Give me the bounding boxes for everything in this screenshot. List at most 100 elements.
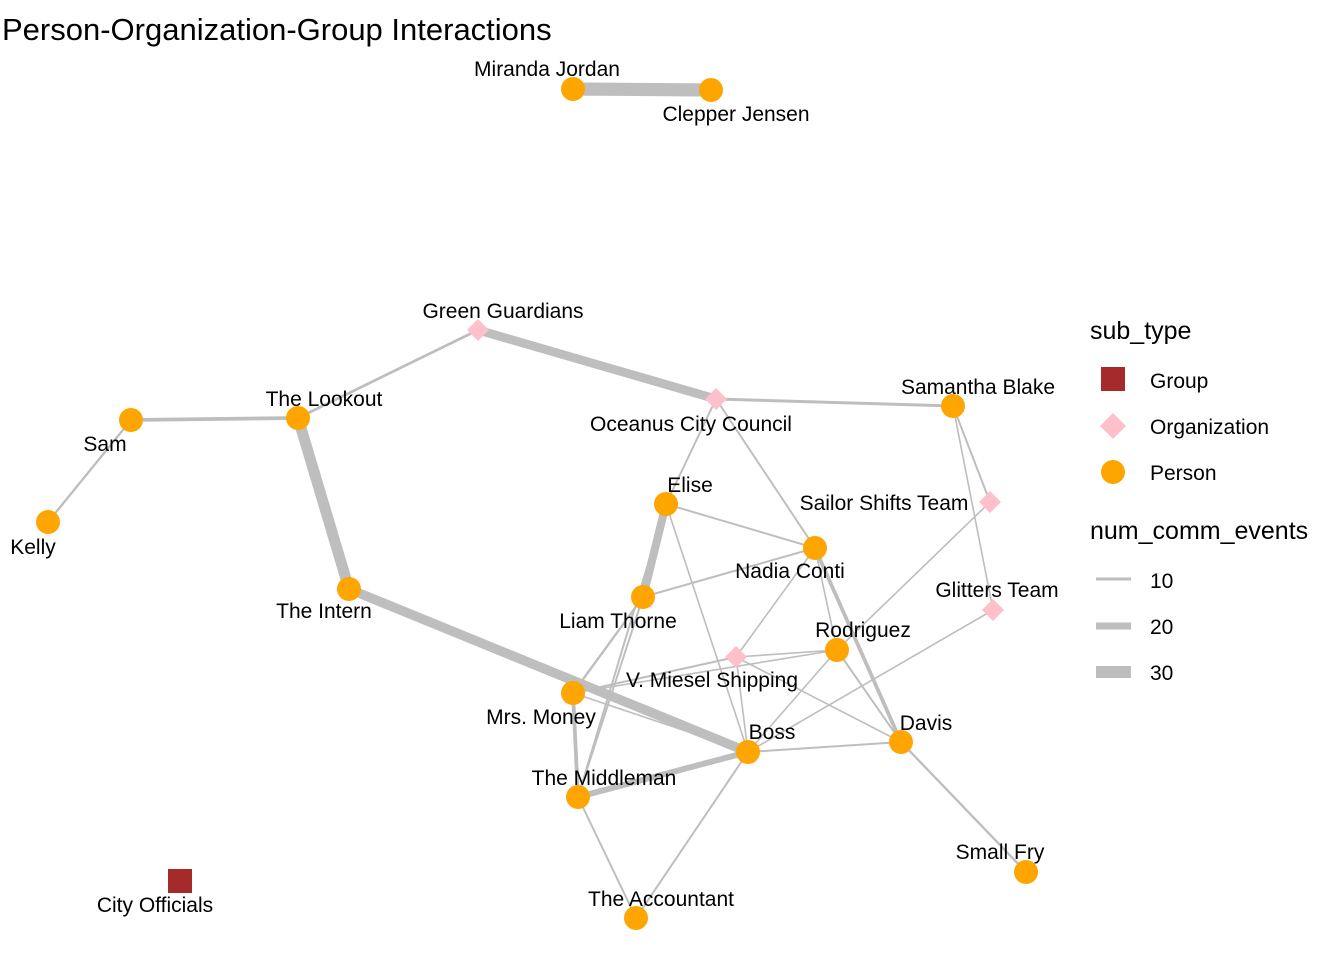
chart-title: Person-Organization-Group Interactions [2, 12, 552, 47]
node-label-green: Green Guardians [422, 300, 583, 323]
edge-council-elise [665, 398, 717, 505]
node-label-clepper: Clepper Jensen [662, 103, 809, 126]
edge-green-lookout [297, 328, 479, 420]
node-sam [119, 408, 143, 432]
node-smallfry [1014, 860, 1038, 884]
legend: sub_type Group Organization Person num_c… [1090, 317, 1308, 685]
edge-vmiesel-boss [735, 656, 749, 753]
legend-label-group: Group [1150, 370, 1208, 393]
node-glitters [982, 599, 1004, 621]
node-label-middleman: The Middleman [532, 767, 677, 790]
node-label-boss: Boss [749, 721, 796, 744]
edge-sam-lookout [130, 416, 299, 422]
node-intern [337, 577, 361, 601]
node-sailor [979, 491, 1001, 513]
edge-boss-davis [747, 741, 902, 753]
node-cityofficials [168, 869, 192, 893]
edge-rodriguez-money [572, 649, 838, 694]
node-label-smallfry: Small Fry [956, 841, 1045, 864]
node-label-vmiesel: V. Miesel Shipping [626, 669, 798, 692]
node-label-money: Mrs. Money [486, 706, 596, 729]
node-label-davis: Davis [900, 712, 953, 735]
node-label-rodriguez: Rodriguez [815, 619, 911, 642]
node-samantha [941, 394, 965, 418]
node-liam [631, 585, 655, 609]
edge-money-boss [572, 692, 749, 753]
legend-label-organization: Organization [1150, 416, 1269, 439]
node-rodriguez [825, 638, 849, 662]
edge-nadia-davis [813, 547, 903, 743]
edge-liam-money [572, 596, 644, 694]
edge-glitters-boss [747, 609, 994, 753]
edge-sailor-rodriguez [836, 501, 991, 651]
edge-intern-boss [347, 584, 750, 757]
node-elise [654, 492, 678, 516]
edge-samantha-sailor [952, 405, 991, 503]
edge-boss-middleman [577, 749, 749, 800]
edge-miranda-clepper [572, 82, 712, 97]
node-label-sailor: Sailor Shifts Team [800, 492, 969, 515]
node-layer [36, 77, 1038, 930]
node-kelly [36, 510, 60, 534]
edge-liam-nadia [642, 547, 816, 598]
node-label-miranda: Miranda Jordan [474, 58, 620, 81]
node-label-accountant: The Accountant [588, 888, 734, 911]
legend-label-width-20: 20 [1150, 616, 1173, 639]
legend-label-width-30: 30 [1150, 662, 1173, 685]
node-lookout [286, 406, 310, 430]
node-money [561, 681, 585, 705]
edge-nadia-vmiesel [735, 547, 816, 658]
edge-vmiesel-money [572, 656, 737, 694]
edge-liam-middleman [577, 596, 644, 798]
legend-key-organization-diamond [1100, 413, 1126, 439]
node-vmiesel [725, 646, 747, 668]
edge-middleman-accountant [577, 796, 637, 919]
edge-lookout-intern [292, 416, 355, 591]
legend-label-person: Person [1150, 462, 1217, 485]
edge-council-samantha [715, 397, 954, 408]
node-council [705, 388, 727, 410]
edge-elise-nadia [665, 503, 816, 549]
edge-layer [47, 82, 1027, 919]
node-label-intern: The Intern [276, 600, 372, 623]
edge-davis-smallfry [900, 741, 1027, 873]
node-label-glitters: Glitters Team [935, 579, 1058, 602]
node-accountant [624, 906, 648, 930]
edge-green-council [476, 325, 718, 404]
node-label-sam: Sam [83, 433, 126, 456]
node-boss [736, 740, 760, 764]
legend-title-num-comm-events: num_comm_events [1090, 517, 1308, 545]
node-label-elise: Elise [667, 474, 713, 497]
node-label-kelly: Kelly [10, 536, 56, 559]
node-label-nadia: Nadia Conti [735, 560, 845, 583]
legend-key-group-square [1101, 367, 1125, 391]
node-miranda [561, 77, 585, 101]
edge-nadia-rodriguez [814, 547, 838, 651]
edge-samantha-glitters [952, 405, 994, 611]
edge-money-middleman [571, 692, 580, 798]
edge-rodriguez-vmiesel [735, 649, 838, 658]
node-label-samantha: Samantha Blake [901, 376, 1055, 399]
edge-rodriguez-boss [747, 649, 838, 753]
edge-sam-kelly [47, 419, 132, 523]
node-label-cityofficials: City Officials [97, 894, 213, 917]
node-middleman [566, 785, 590, 809]
legend-title-sub-type: sub_type [1090, 317, 1191, 345]
edge-council-nadia [715, 398, 816, 549]
edge-boss-accountant [635, 751, 749, 919]
node-nadia [803, 536, 827, 560]
node-clepper [699, 78, 723, 102]
edge-vmiesel-davis [735, 656, 902, 743]
legend-label-width-10: 10 [1150, 570, 1173, 593]
node-label-lookout: The Lookout [266, 388, 383, 411]
node-davis [889, 730, 913, 754]
node-label-liam: Liam Thorne [559, 610, 677, 633]
node-green [467, 319, 489, 341]
edge-elise-middleman [577, 503, 667, 798]
edge-elise-boss [665, 503, 749, 753]
node-label-council: Oceanus City Council [590, 413, 792, 436]
edge-rodriguez-davis [836, 649, 902, 743]
legend-key-person-circle [1101, 460, 1125, 484]
